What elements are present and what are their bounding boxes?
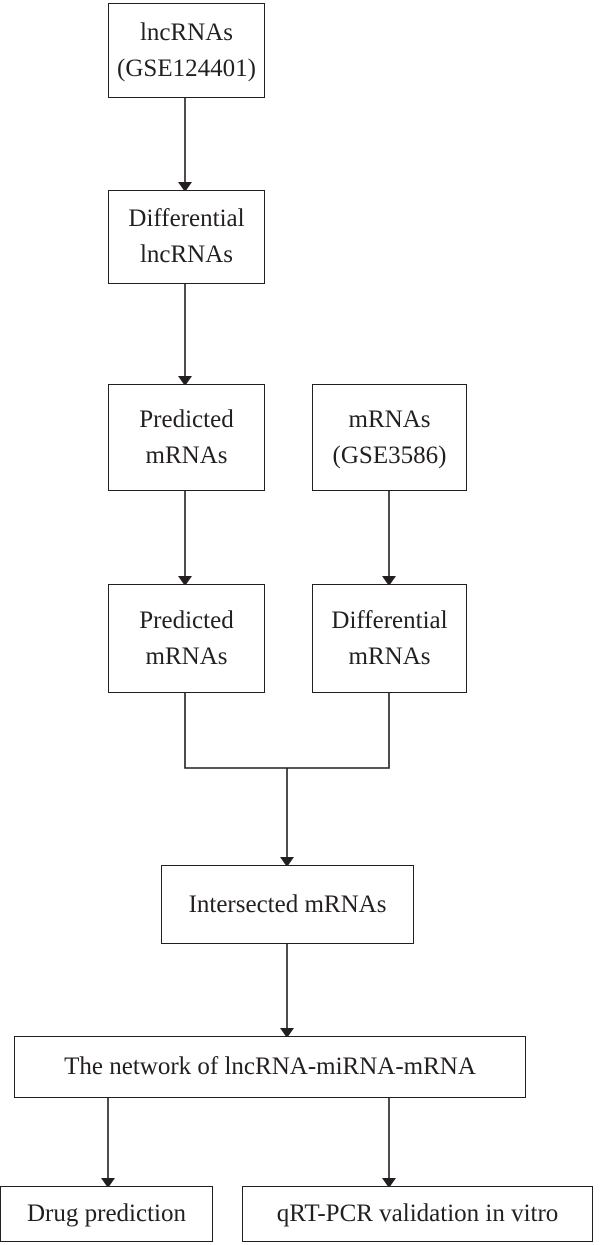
drug-prediction-label: Drug prediction — [27, 1200, 186, 1227]
lncrnas-source-box: lncRNAs (GSE124401) — [108, 3, 265, 98]
differential-mrnas-line1: Differential — [331, 606, 448, 634]
differential-lncrnas-line1: Differential — [128, 205, 245, 232]
mrnas-source-line2: (GSE3586) — [332, 441, 447, 469]
mrnas-source-line1: mRNAs — [348, 405, 431, 433]
predicted-mrnas-bottom-line2: mRNAs — [145, 642, 228, 670]
differential-mrnas-box: Differential mRNAs — [312, 584, 467, 693]
predicted-mrnas-bottom-box: Predicted mRNAs — [108, 584, 265, 693]
qrt-pcr-validation-box: qRT-PCR validation in vitro — [242, 1186, 593, 1242]
lncrnas-source-line2: (GSE124401) — [117, 54, 256, 82]
differential-mrnas-line2: mRNAs — [348, 642, 431, 670]
qrt-pcr-validation-label: qRT-PCR validation in vitro — [276, 1200, 559, 1227]
predicted-mrnas-top-line2: mRNAs — [145, 441, 228, 469]
differential-lncrnas-box: Differential lncRNAs — [108, 190, 265, 284]
network-label: The network of lncRNA-miRNA-mRNA — [64, 1053, 476, 1080]
intersected-mrnas-box: Intersected mRNAs — [161, 865, 414, 944]
drug-prediction-box: Drug prediction — [0, 1186, 213, 1242]
lncrnas-source-line1: lncRNAs — [139, 18, 234, 46]
intersected-mrnas-label: Intersected mRNAs — [188, 890, 387, 918]
differential-lncrnas-line2: lncRNAs — [139, 241, 234, 268]
mrnas-source-box: mRNAs (GSE3586) — [312, 384, 467, 491]
network-box: The network of lncRNA-miRNA-mRNA — [14, 1036, 526, 1098]
predicted-mrnas-top-line1: Predicted — [139, 405, 234, 433]
predicted-mrnas-top-box: Predicted mRNAs — [108, 384, 265, 491]
merge-connector — [184, 692, 390, 769]
predicted-mrnas-bottom-line1: Predicted — [139, 606, 234, 634]
